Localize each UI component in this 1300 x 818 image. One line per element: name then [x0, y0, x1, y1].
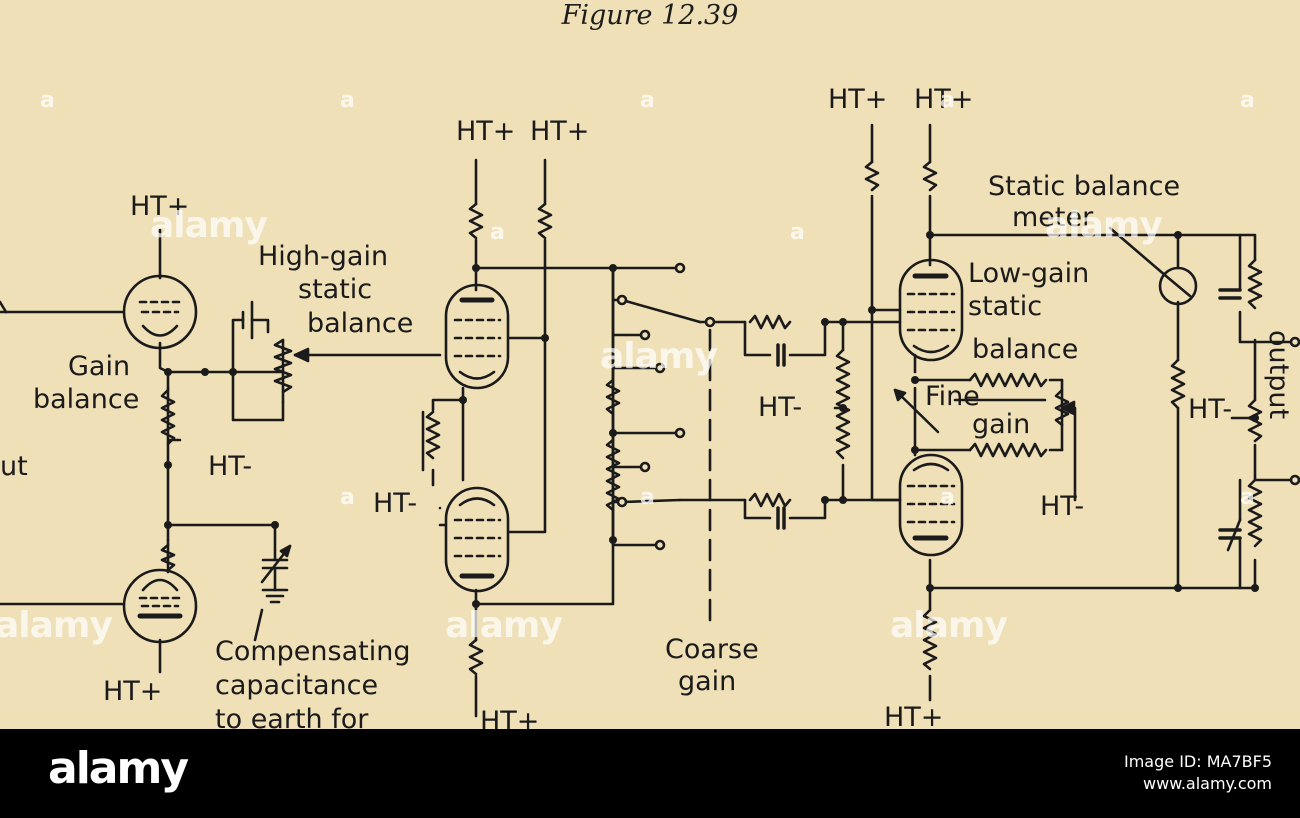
- watermark: a: [490, 220, 505, 245]
- watermark: alamy: [445, 605, 563, 646]
- label-capacitance: capacitance: [215, 670, 378, 701]
- watermark: alamy: [890, 605, 1008, 646]
- static-balance-meter-icon: [1108, 226, 1198, 306]
- label-meter: meter: [1012, 202, 1094, 233]
- label-static-balance: Static balance: [988, 171, 1180, 202]
- alamy-logo[interactable]: alamy: [48, 743, 189, 794]
- label-ht-minus-2: HT-: [373, 488, 417, 519]
- label-ht-minus-3: HT-: [758, 392, 802, 423]
- label-ht-plus-3: HT+: [530, 116, 589, 147]
- pentode-stage2-upper: [898, 258, 964, 362]
- label-compensating: Compensating: [215, 636, 411, 667]
- label-ht-plus-6: HT+: [103, 676, 162, 707]
- label-ht-minus-5: HT-: [1188, 394, 1232, 425]
- image-info: Image ID: MA7BF5 www.alamy.com: [1124, 751, 1272, 795]
- capacitors: [776, 288, 1242, 552]
- pointer-arrows: [279, 347, 1076, 558]
- watermark: alamy: [1045, 205, 1163, 246]
- watermark: a: [1240, 485, 1255, 510]
- label-to-earth-for: to earth for: [215, 704, 369, 729]
- junction-dots: [164, 231, 1259, 608]
- triode-upper: [122, 274, 198, 350]
- label-balance: balance: [307, 308, 413, 339]
- label-low-gain: Low-gain: [968, 258, 1089, 289]
- watermark: alamy: [0, 605, 113, 646]
- label-output: output: [1263, 330, 1294, 419]
- label-ht-plus-2: HT+: [456, 116, 515, 147]
- watermark: a: [790, 220, 805, 245]
- watermark: a: [340, 485, 355, 510]
- watermark: a: [940, 88, 955, 113]
- label-coarse-gain: gain: [678, 666, 736, 697]
- label-gain: Gain: [68, 351, 130, 382]
- label-ht-plus-4: HT+: [828, 84, 887, 115]
- watermark: a: [340, 88, 355, 113]
- resistors: [160, 160, 1263, 676]
- label-ht-minus-1: HT-: [208, 451, 252, 482]
- label-high-gain: High-gain: [258, 241, 388, 272]
- watermark: a: [640, 88, 655, 113]
- watermark: alamy: [150, 205, 268, 246]
- pentode-stage2-lower: [898, 453, 964, 557]
- image-id: Image ID: MA7BF5: [1124, 752, 1272, 771]
- label-ht-plus-1: HT+: [130, 191, 189, 222]
- figure-area: Figure 12.39: [0, 0, 1300, 729]
- circuit-schematic: HT+ HT+ HT+ HT+ HT+ HT+ HT+ HT+ HT- HT- …: [0, 84, 1300, 729]
- figure-caption: Figure 12.39: [561, 0, 739, 31]
- label-ht-plus-7: HT+: [480, 706, 539, 729]
- watermark: a: [940, 485, 955, 510]
- watermark: a: [640, 485, 655, 510]
- schematic-labels: HT+ HT+ HT+ HT+ HT+ HT+ HT+ HT+ HT- HT- …: [0, 84, 1294, 729]
- label-coarse: Coarse: [665, 634, 759, 665]
- label-fine: Fine: [925, 381, 980, 412]
- watermark: a: [40, 88, 55, 113]
- triode-lower: [122, 568, 198, 644]
- switch-terminals: [616, 262, 1300, 551]
- label-input-partial: ut: [0, 451, 28, 482]
- site-link[interactable]: www.alamy.com: [1143, 774, 1272, 793]
- label-ht-plus-8: HT+: [884, 702, 943, 729]
- pentode-stage1-lower: [444, 486, 510, 593]
- stock-footer-bar: alamy Image ID: MA7BF5 www.alamy.com: [0, 729, 1300, 818]
- watermark: alamy: [600, 336, 718, 377]
- label-fine-gain: gain: [972, 409, 1030, 440]
- label-low-gain-static: static: [968, 291, 1042, 322]
- label-ht-plus-5: HT+: [914, 84, 973, 115]
- label-ht-minus-4: HT-: [1040, 491, 1084, 522]
- label-gain-balance: balance: [33, 384, 139, 415]
- label-low-gain-balance: balance: [972, 334, 1078, 365]
- watermark: a: [1240, 88, 1255, 113]
- label-static: static: [298, 274, 372, 305]
- pentode-stage1-upper: [444, 283, 510, 390]
